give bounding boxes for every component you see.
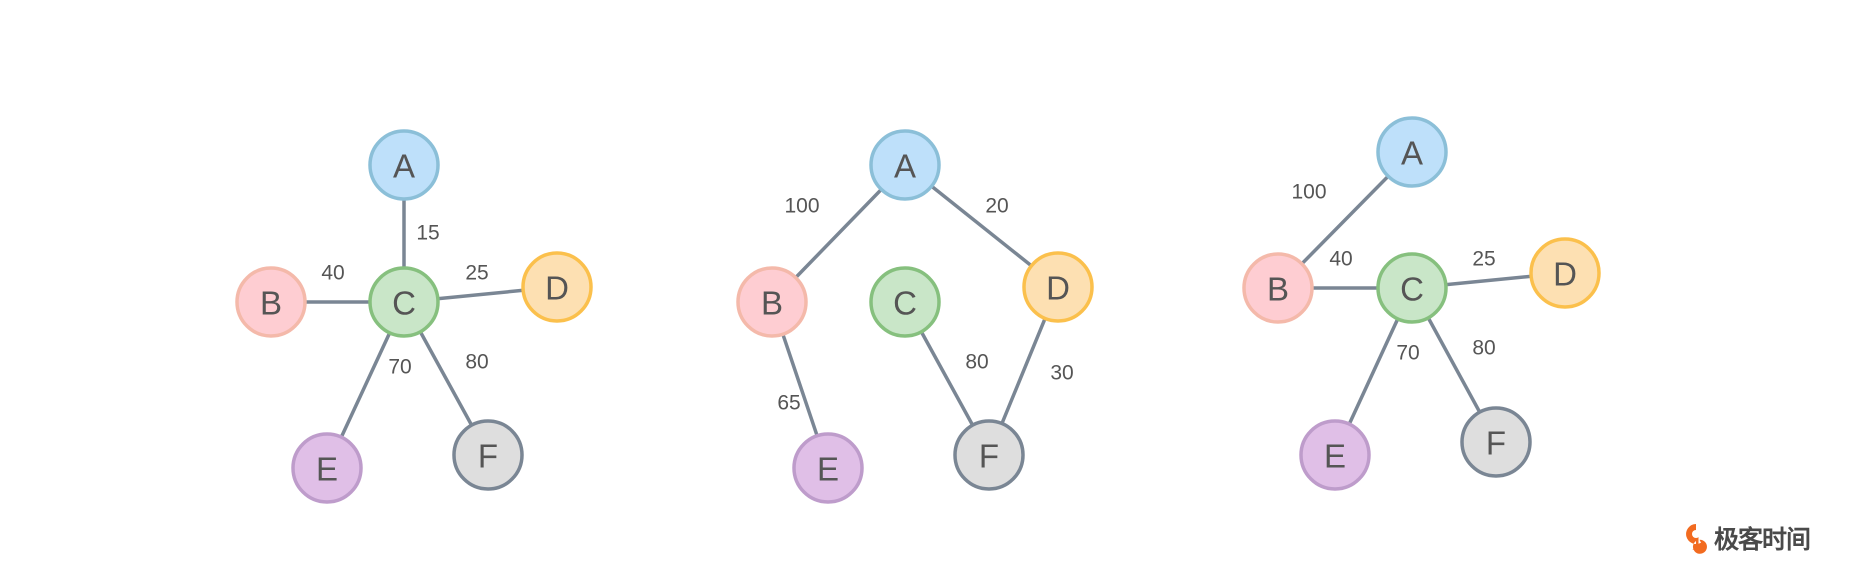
node-label: E <box>817 451 839 488</box>
node-circle <box>235 266 307 338</box>
node-label: A <box>393 148 415 185</box>
nodes-layer: A B C D E F A B C D E F A B C D E F <box>235 116 1601 504</box>
node-a: A <box>1376 116 1448 188</box>
node-label: C <box>392 285 416 322</box>
edge-weight-c-f: 80 <box>965 351 988 374</box>
edge-weight-a-d: 20 <box>985 195 1008 218</box>
node-label: B <box>260 285 282 322</box>
node-label: A <box>1401 135 1423 172</box>
node-b: B <box>736 266 808 338</box>
node-a: A <box>869 129 941 201</box>
node-circle <box>869 129 941 201</box>
node-circle <box>1242 252 1314 324</box>
node-circle <box>452 419 524 491</box>
node-label: A <box>894 148 916 185</box>
node-f: F <box>953 419 1025 491</box>
node-label: D <box>1553 256 1577 293</box>
node-label: C <box>1400 271 1424 308</box>
node-circle <box>1376 116 1448 188</box>
edge-weight-c-f: 80 <box>465 351 488 374</box>
node-b: B <box>1242 252 1314 324</box>
node-circle <box>869 266 941 338</box>
node-b: B <box>235 266 307 338</box>
geektime-logo-text: 极客时间 <box>1714 525 1811 554</box>
node-circle <box>792 432 864 504</box>
node-label: F <box>979 438 999 475</box>
edge-labels-layer: 15 40 25 70 80 100 20 65 80 30 100 40 25 70 80 <box>321 181 1495 415</box>
node-label: D <box>1046 270 1070 307</box>
node-circle <box>1022 251 1094 323</box>
graph-2-edge-labels: 100 20 65 80 30 <box>777 195 1073 415</box>
graph-3-nodes: A B C D E F <box>1242 116 1601 491</box>
node-e: E <box>792 432 864 504</box>
node-circle <box>521 251 593 323</box>
node-label: B <box>1267 271 1289 308</box>
edge-weight-a-c: 15 <box>416 222 439 245</box>
node-circle <box>736 266 808 338</box>
node-c: C <box>1376 252 1448 324</box>
node-e: E <box>1299 419 1371 491</box>
node-circle <box>368 266 440 338</box>
node-label: D <box>545 270 569 307</box>
edge-weight-c-f: 80 <box>1472 337 1495 360</box>
node-c: C <box>368 266 440 338</box>
node-circle <box>1529 237 1601 309</box>
node-label: E <box>316 451 338 488</box>
node-e: E <box>291 432 363 504</box>
node-f: F <box>452 419 524 491</box>
edge-weight-c-d: 25 <box>465 262 488 285</box>
node-label: E <box>1324 438 1346 475</box>
node-label: F <box>478 438 498 475</box>
node-label: C <box>893 285 917 322</box>
node-d: D <box>1529 237 1601 309</box>
node-d: D <box>1022 251 1094 323</box>
node-label: B <box>761 285 783 322</box>
node-circle <box>1460 406 1532 478</box>
node-c: C <box>869 266 941 338</box>
node-d: D <box>521 251 593 323</box>
edge-weight-c-e: 70 <box>388 356 411 379</box>
node-circle <box>368 129 440 201</box>
node-f: F <box>1460 406 1532 478</box>
graph-1-nodes: A B C D E F <box>235 129 593 504</box>
node-a: A <box>368 129 440 201</box>
node-label: F <box>1486 425 1506 462</box>
geektime-logo: 极客时间 <box>1684 522 1811 554</box>
node-circle <box>953 419 1025 491</box>
node-circle <box>1299 419 1371 491</box>
node-circle <box>1376 252 1448 324</box>
edge-weight-c-d: 25 <box>1472 248 1495 271</box>
edge-weight-c-e: 70 <box>1396 342 1419 365</box>
edge-weight-a-b: 100 <box>784 195 819 218</box>
edge-weight-d-f: 30 <box>1050 362 1073 385</box>
edge-weight-b-c: 40 <box>1329 248 1352 271</box>
geektime-logo-icon <box>1686 524 1707 554</box>
edge-weight-b-e: 65 <box>777 392 800 415</box>
graph-3-edge-labels: 100 40 25 70 80 <box>1291 181 1495 365</box>
graph-2-nodes: A B C D E F <box>736 129 1094 504</box>
graph-1-edge-labels: 15 40 25 70 80 <box>321 222 488 379</box>
edge-weight-a-b: 100 <box>1291 181 1326 204</box>
edge-weight-b-c: 40 <box>321 262 344 285</box>
node-circle <box>291 432 363 504</box>
